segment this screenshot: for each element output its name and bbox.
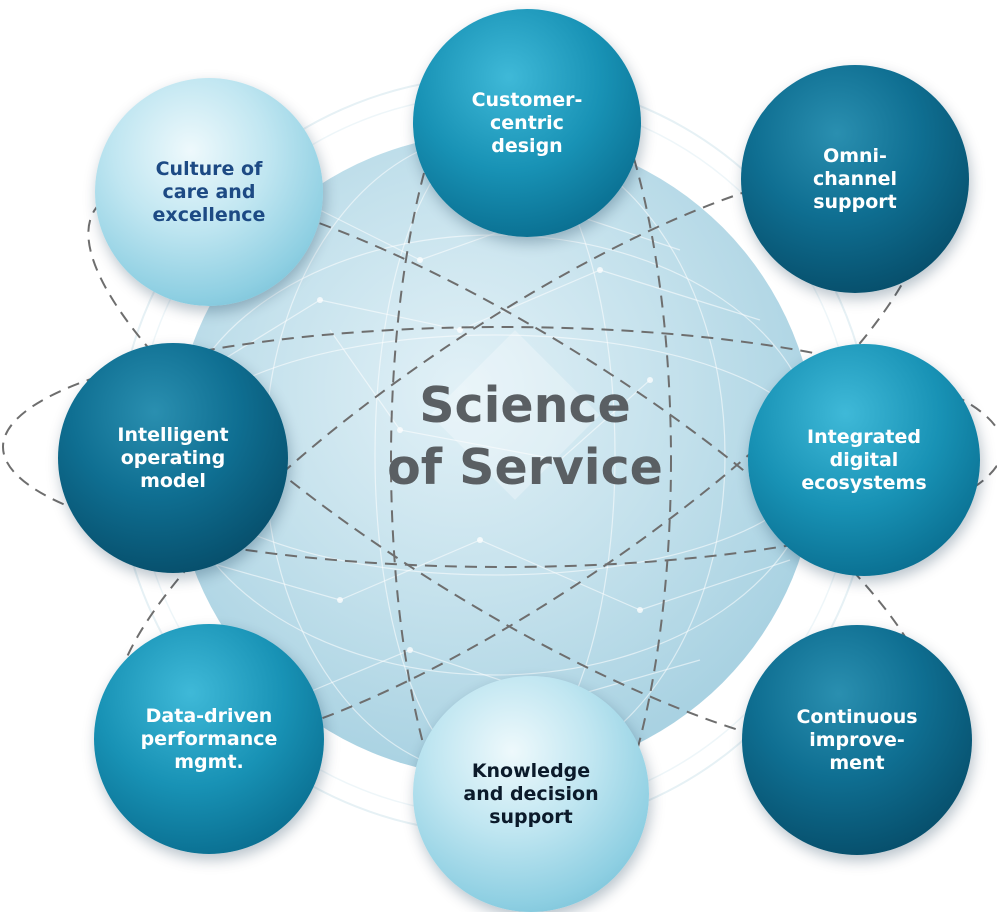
node-customer-centric-design: Customer- centric design — [413, 9, 641, 237]
node-label-integrated: Integrated digital ecosystems — [801, 425, 927, 494]
node-data-driven-performance: Data-driven performance mgmt. — [94, 624, 324, 854]
node-label-intelligent: Intelligent operating model — [117, 423, 229, 492]
node-integrated-digital-ecosystems: Integrated digital ecosystems — [748, 344, 980, 576]
node-omni-channel-support: Omni- channel support — [741, 65, 969, 293]
node-label-continuous: Continuous improve- ment — [796, 705, 918, 774]
orbit-horizontal — [2, 326, 997, 568]
node-knowledge-decision-support: Knowledge and decision support — [413, 676, 649, 912]
node-label-culture: Culture of care and excellence — [152, 157, 266, 226]
node-culture-of-care: Culture of care and excellence — [95, 78, 323, 306]
node-continuous-improvement: Continuous improve- ment — [742, 625, 972, 855]
node-label-customer: Customer- centric design — [471, 88, 583, 157]
node-label-omni: Omni- channel support — [812, 144, 898, 213]
node-label-data: Data-driven performance mgmt. — [140, 704, 278, 773]
node-intelligent-operating-model: Intelligent operating model — [58, 343, 288, 573]
globe — [173, 133, 817, 777]
center-title: Science of Service — [387, 377, 663, 496]
node-label-knowledge: Knowledge and decision support — [463, 759, 599, 828]
